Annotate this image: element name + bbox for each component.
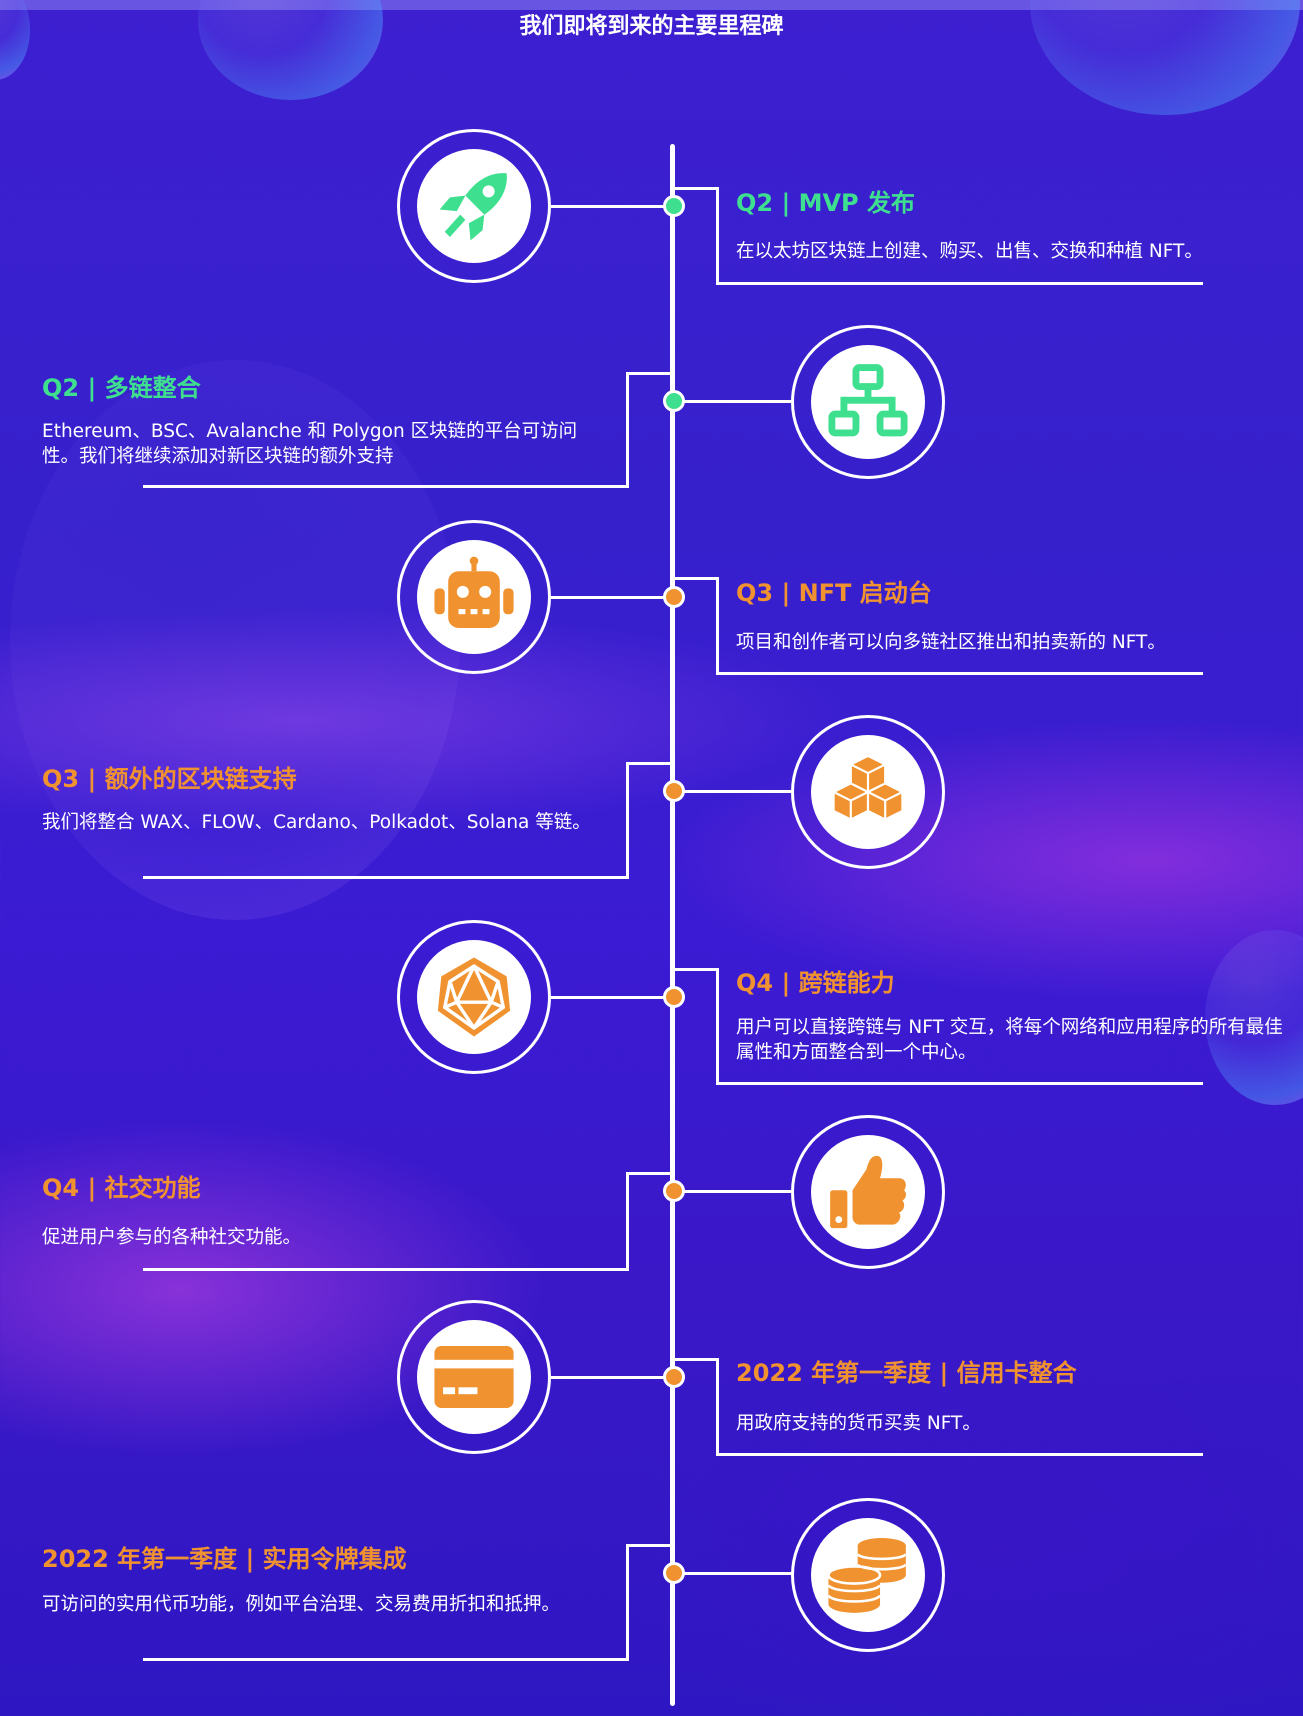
polyhedron-icon	[431, 954, 517, 1040]
icon-ring	[397, 1300, 551, 1454]
milestone-title: Q4 | 社交功能	[42, 1168, 201, 1203]
milestone-title: Q3 | 额外的区块链支持	[42, 759, 297, 794]
icon-ring	[791, 1115, 945, 1269]
milestone-title: Q2 | 多链整合	[42, 368, 201, 403]
timeline-dot	[663, 586, 685, 608]
network-icon	[825, 359, 911, 445]
timeline-dot	[663, 390, 685, 412]
icon-ring	[397, 920, 551, 1074]
coins-icon	[825, 1532, 911, 1618]
timeline-dot	[663, 1366, 685, 1388]
page-title: 我们即将到来的主要里程碑	[0, 8, 1303, 40]
milestone-title: 2022 年第一季度 | 信用卡整合	[736, 1353, 1077, 1388]
thumbs-up-icon	[825, 1149, 911, 1235]
milestone-description: 可访问的实用代币功能，例如平台治理、交易费用折扣和抵押。	[42, 1592, 612, 1617]
icon-ring	[791, 325, 945, 479]
milestone-title: Q3 | NFT 启动台	[736, 573, 932, 608]
milestone-description: Ethereum、BSC、Avalanche 和 Polygon 区块链的平台可…	[42, 419, 612, 469]
robot-icon	[431, 554, 517, 640]
milestone-description: 用政府支持的货币买卖 NFT。	[736, 1411, 1296, 1436]
milestone-title: Q2 | MVP 发布	[736, 183, 915, 218]
timeline-dot	[663, 986, 685, 1008]
icon-ring	[397, 129, 551, 283]
milestone-description: 促进用户参与的各种社交功能。	[42, 1225, 612, 1250]
icon-ring	[791, 1498, 945, 1652]
milestone-description: 在以太坊区块链上创建、购买、出售、交换和种植 NFT。	[736, 239, 1296, 264]
icon-ring	[791, 715, 945, 869]
timeline-dot	[663, 1562, 685, 1584]
milestone-description: 用户可以直接跨链与 NFT 交互，将每个网络和应用程序的所有最佳属性和方面整合到…	[736, 1015, 1299, 1065]
timeline-dot	[663, 195, 685, 217]
milestone-description: 项目和创作者可以向多链社区推出和拍卖新的 NFT。	[736, 630, 1296, 655]
icon-ring	[397, 520, 551, 674]
timeline-spine	[670, 144, 675, 1706]
milestone-title: Q4 | 跨链能力	[736, 963, 895, 998]
cubes-icon	[825, 749, 911, 835]
timeline-dot	[663, 1180, 685, 1202]
timeline-dot	[663, 780, 685, 802]
credit-card-icon	[431, 1334, 517, 1420]
rocket-icon	[431, 163, 517, 249]
milestone-title: 2022 年第一季度 | 实用令牌集成	[42, 1539, 407, 1574]
milestone-description: 我们将整合 WAX、FLOW、Cardano、Polkadot、Solana 等…	[42, 810, 612, 835]
